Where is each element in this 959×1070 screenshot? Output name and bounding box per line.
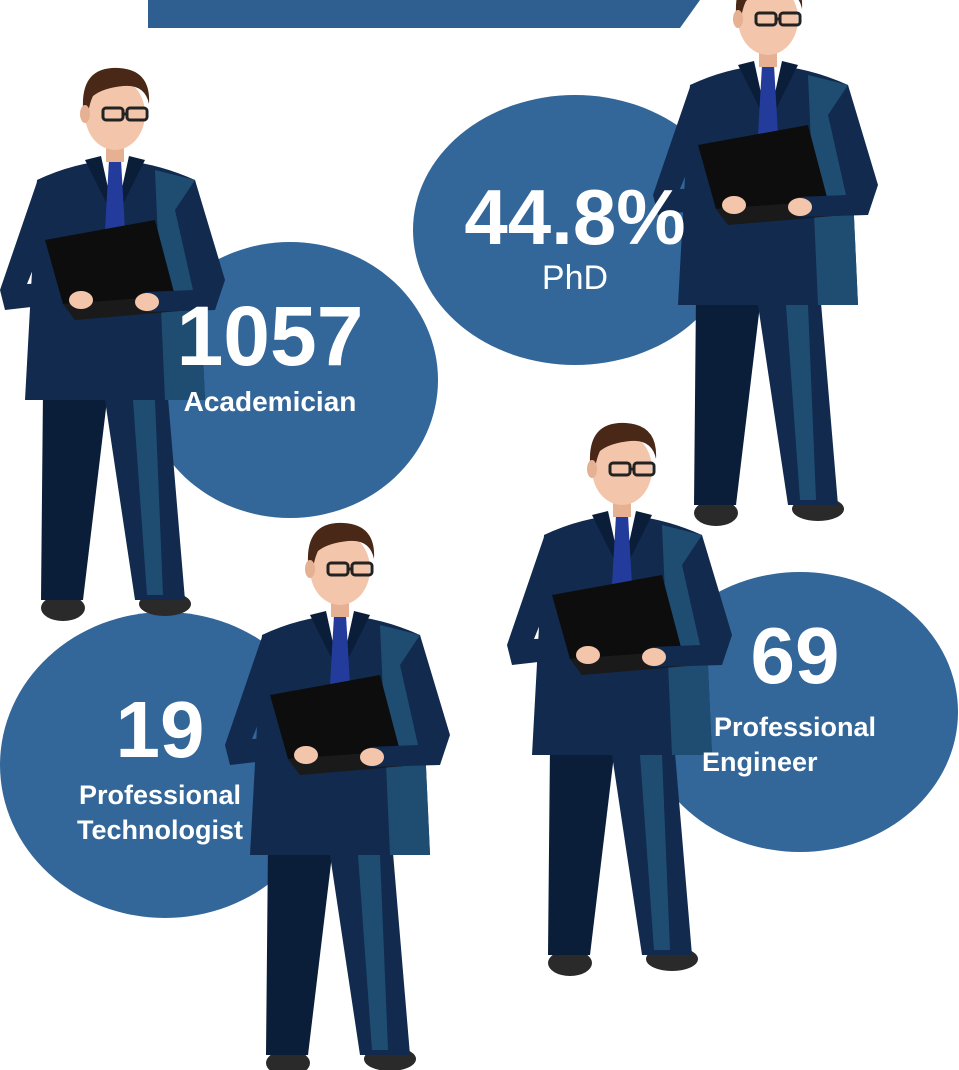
stat-label-line: Professional [78, 780, 242, 810]
stat-phd: 44.8% PhD [430, 178, 720, 300]
bubble-academician [142, 242, 438, 518]
stat-value: 1057 [176, 289, 364, 383]
stat-label: PhD [541, 259, 609, 297]
stat-label-line: Technologist [77, 815, 243, 846]
bubble-phd [413, 95, 737, 365]
stat-technologist: 19 Professional Technologist [50, 690, 270, 848]
stat-label-line: Professional [713, 712, 877, 742]
stat-value: 44.8% [464, 173, 686, 261]
stat-value: 19 [115, 685, 205, 774]
stat-value: 69 [750, 611, 840, 700]
stat-engineer: 69 Professional Engineer [690, 616, 900, 780]
stat-label-line: Engineer [702, 747, 818, 778]
top-banner [148, 0, 700, 28]
stat-academician: 1057 Academician [160, 294, 380, 420]
stat-label: Academician [183, 386, 357, 417]
